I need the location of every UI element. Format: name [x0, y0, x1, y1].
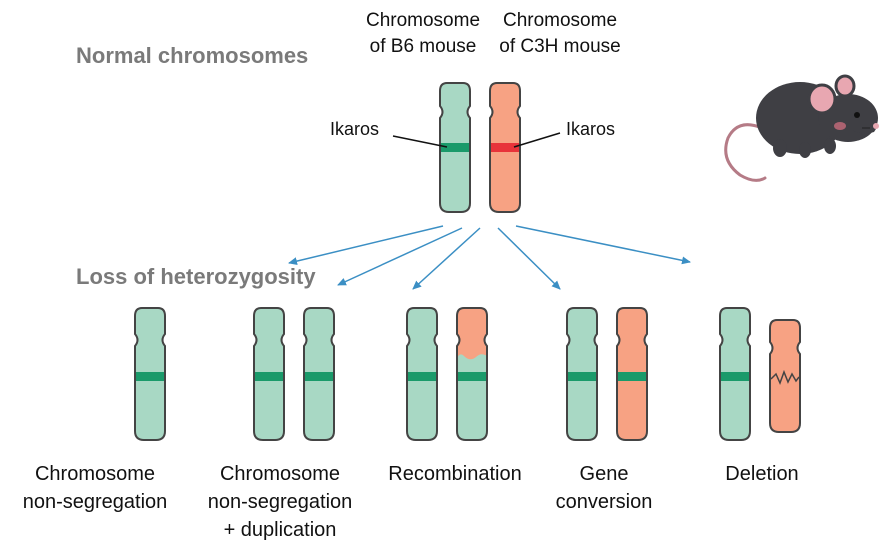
b6-chromosome	[439, 82, 471, 213]
heading-loss-of-heterozygosity: Loss of heterozygosity	[76, 264, 316, 289]
outcome-label-duplication: Chromosome non-segregation + duplication	[208, 460, 353, 544]
outcome-label-line: Deletion	[725, 463, 799, 485]
outcome-gene-conversion-chromosome-b6	[566, 307, 598, 441]
c3h-chromosome	[489, 82, 521, 213]
ikaros-right-pointer	[513, 132, 561, 148]
b6-label-line-1: Chromosome	[365, 10, 481, 31]
deletion-breakpoint	[770, 369, 800, 386]
outcome-label-line: Chromosome	[34, 463, 156, 485]
outcome-recombination-chromosome-hybrid	[456, 307, 488, 441]
outcome-label-line: non-segregation	[22, 491, 168, 513]
ikaros-left-label: Ikaros	[330, 119, 380, 139]
ikaros-right-label: Ikaros	[566, 119, 616, 139]
c3h-chromosome-label: Chromosome of C3H mouse	[499, 8, 620, 60]
arrow-to-duplication	[337, 227, 463, 286]
outcome-label-non-segregation: Chromosome non-segregation	[23, 460, 168, 516]
b6-label-line-2: of B6 mouse	[369, 36, 477, 57]
outcome-label-line: Recombination	[388, 463, 522, 485]
outcome-non-segregation-chromosome	[134, 307, 166, 441]
outcome-duplication-chromosome-1	[253, 307, 285, 441]
c3h-label-line-1: Chromosome	[502, 10, 618, 31]
b6-chromosome-label: Chromosome of B6 mouse	[366, 8, 480, 60]
outcome-label-line: non-segregation	[207, 491, 353, 513]
outcome-duplication-chromosome-2	[303, 307, 335, 441]
ikaros-left-pointer	[392, 135, 448, 148]
c3h-label-line-2: of C3H mouse	[499, 36, 621, 57]
outcome-recombination-chromosome-b6	[406, 307, 438, 441]
arrow-to-recombination	[412, 227, 481, 290]
arrow-to-deletion	[515, 225, 691, 265]
outcome-deletion-chromosome-b6	[719, 307, 751, 441]
outcome-gene-conversion-chromosome-c3h	[616, 307, 648, 441]
arrow-to-non-segregation	[288, 225, 444, 266]
outcome-label-gene-conversion: Gene conversion	[556, 460, 653, 516]
outcome-label-line: Chromosome	[219, 463, 341, 485]
outcome-label-line: + duplication	[223, 519, 337, 541]
mouse-illustration	[724, 74, 879, 182]
heading-normal-chromosomes: Normal chromosomes	[76, 43, 309, 68]
outcome-label-recombination: Recombination	[388, 460, 521, 488]
c3h-ikaros-band	[491, 143, 519, 152]
outcome-label-line: Gene	[579, 463, 629, 485]
b6-ikaros-band	[441, 143, 469, 152]
outcome-deletion-chromosome-c3h	[769, 319, 801, 433]
outcome-label-deletion: Deletion	[725, 460, 798, 488]
arrows	[288, 225, 691, 290]
arrow-to-gene-conversion	[497, 227, 561, 290]
outcome-label-line: conversion	[555, 491, 653, 513]
